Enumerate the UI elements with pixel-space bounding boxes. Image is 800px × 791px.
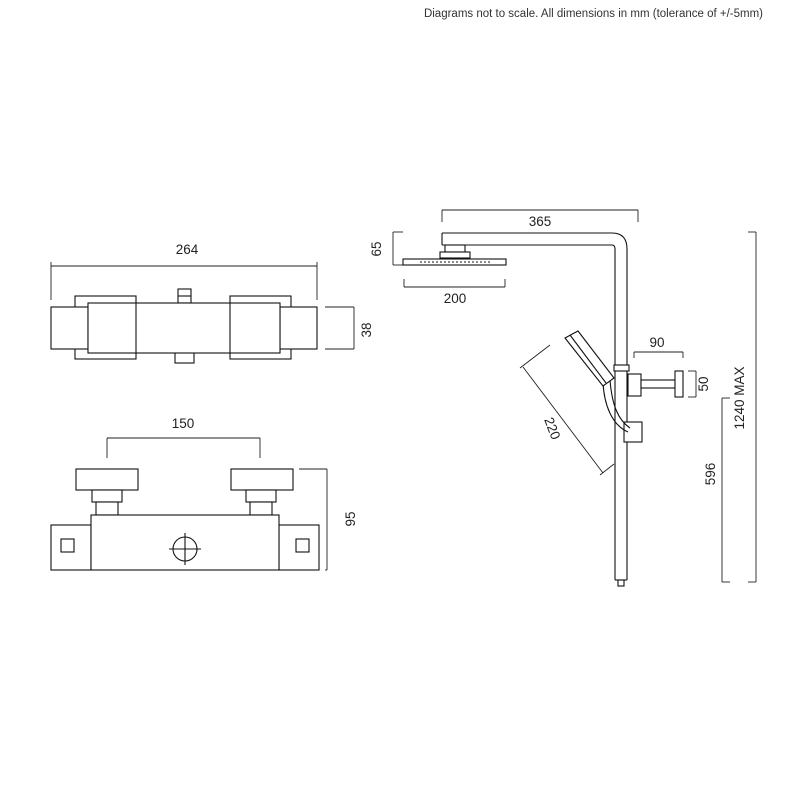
- dim-riser-lower: 596: [703, 463, 718, 486]
- dim-arm-length: 365: [529, 214, 552, 229]
- dim-total-height: 1240 MAX: [732, 366, 747, 429]
- dim-bracket-size: 50: [696, 376, 711, 391]
- valve-top-view: 264 38: [50, 242, 374, 364]
- dim-handset-length: 220: [541, 415, 563, 441]
- shower-kit-view: 365 65 200 90 50: [369, 209, 757, 587]
- dim-bar-height: 38: [359, 322, 374, 337]
- dim-bracket-offset: 90: [649, 335, 664, 350]
- dim-bar-width: 264: [176, 242, 199, 257]
- dim-head-height: 65: [369, 241, 384, 256]
- dim-front-depth: 95: [343, 511, 358, 526]
- valve-front-view: 150 95: [50, 416, 358, 571]
- dim-handle-spacing: 150: [172, 416, 195, 431]
- scale-note: Diagrams not to scale. All dimensions in…: [423, 8, 763, 20]
- dim-head-width: 200: [444, 291, 467, 306]
